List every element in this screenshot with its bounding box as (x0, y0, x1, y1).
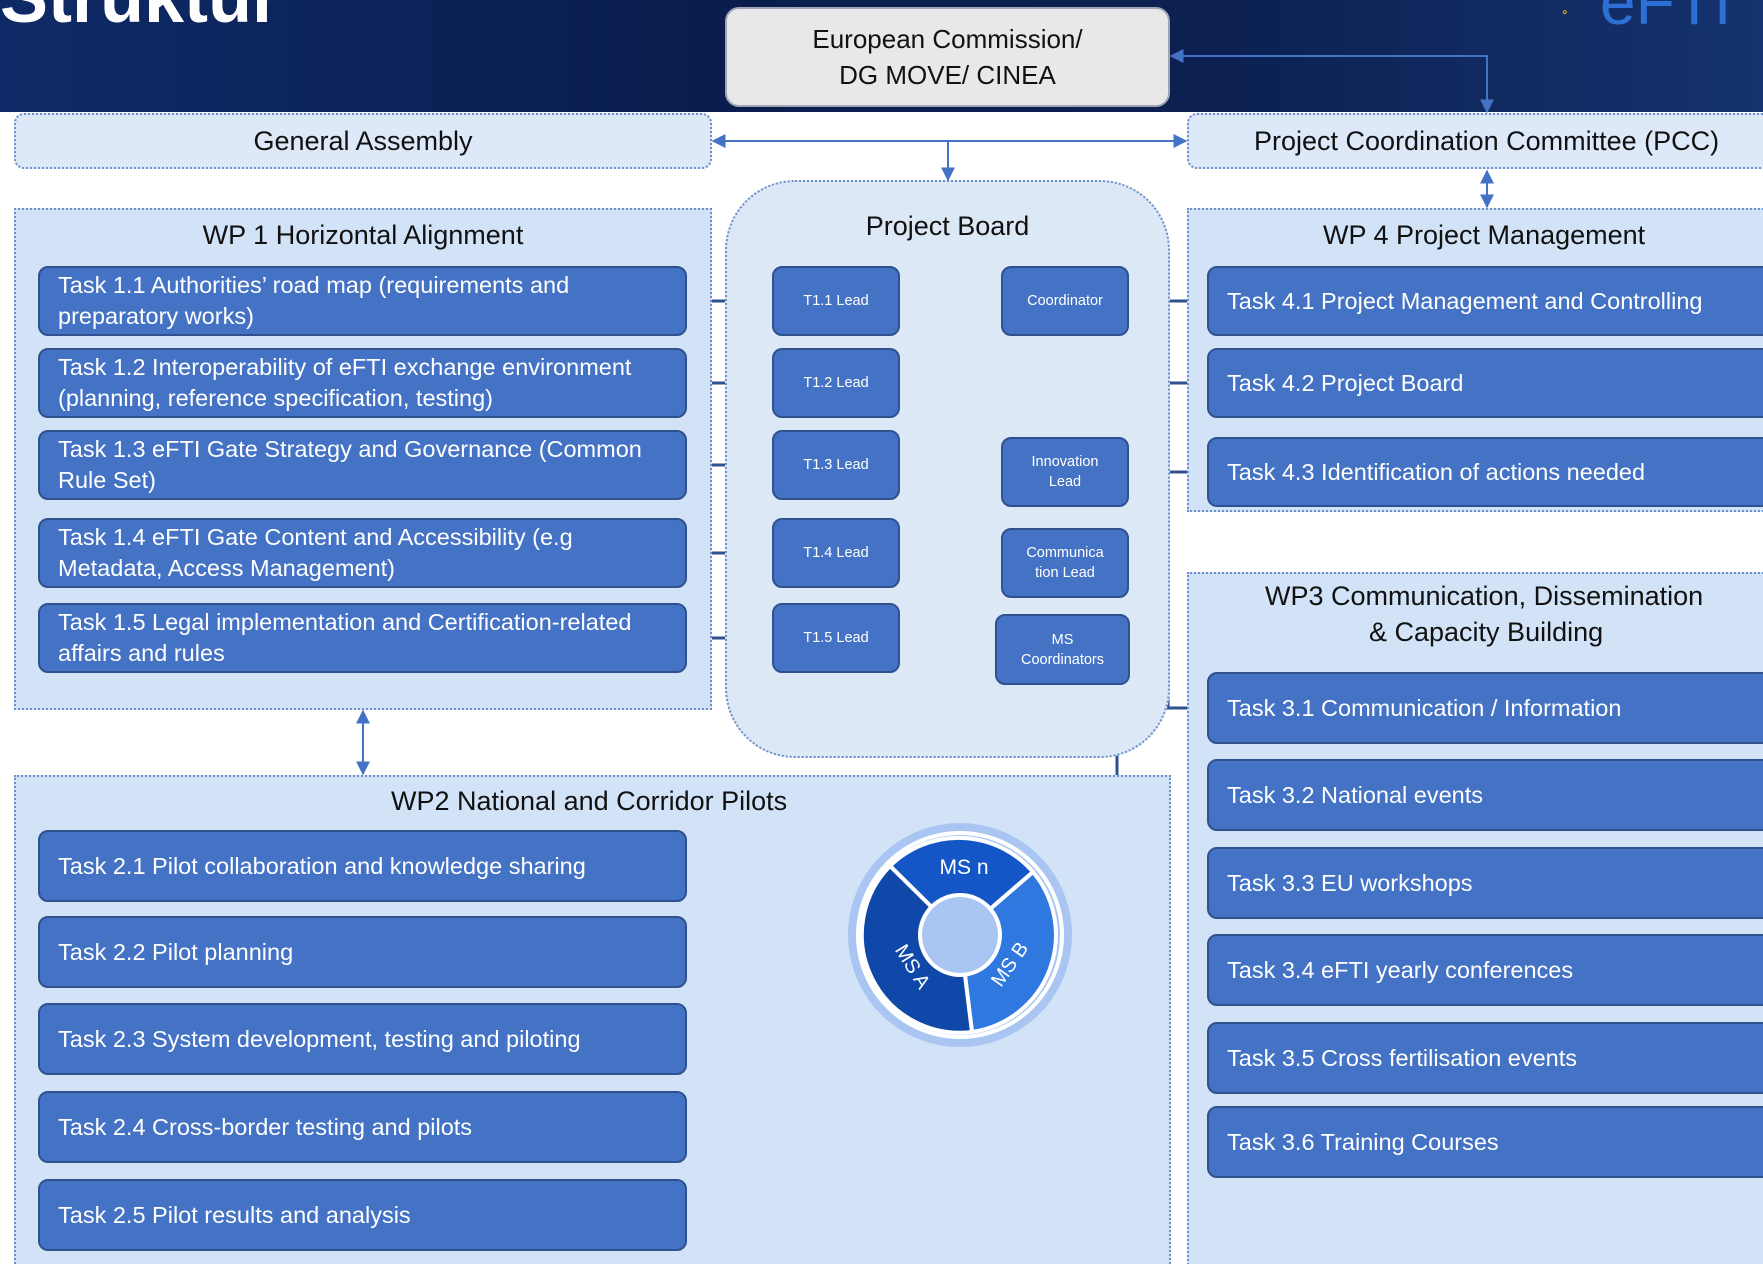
task-1-3: Task 1.3 eFTI Gate Strategy and Governan… (38, 430, 687, 500)
wp4-title: WP 4 Project Management (1323, 220, 1646, 250)
t1-2-lead: T1.2 Lead (772, 348, 900, 418)
ec-line-2: DG MOVE/ CINEA (839, 60, 1056, 90)
ec-line-1: European Commission/ (812, 24, 1083, 54)
task-1-5: Task 1.5 Legal implementation and Certif… (38, 603, 687, 673)
general-assembly-box: General Assembly (14, 113, 712, 169)
efti-logo-mark (1562, 10, 1567, 15)
ms-n-segment (887, 835, 1036, 938)
task-4-1: Task 4.1 Project Management and Controll… (1207, 266, 1763, 336)
task-2-3: Task 2.3 System development, testing and… (38, 1003, 687, 1075)
t1-3-lead: T1.3 Lead (772, 430, 900, 500)
task-3-4: Task 3.4 eFTI yearly conferences (1207, 934, 1763, 1006)
task-1-4: Task 1.4 eFTI Gate Content and Accessibi… (38, 518, 687, 588)
page-title: Struktur (0, 0, 280, 34)
task-1-1: Task 1.1 Authorities’ road map (requirem… (38, 266, 687, 336)
wp3-title-line-1: WP3 Communication, Dissemination (1265, 581, 1704, 611)
communication-lead-role: Communica tion Lead (1001, 528, 1129, 598)
wp1-title: WP 1 Horizontal Alignment (202, 220, 524, 250)
european-commission-box: European Commission/ DG MOVE/ CINEA (725, 7, 1170, 107)
t1-4-lead: T1.4 Lead (772, 518, 900, 588)
ms-cycle-diagram: MS n MS A MS B (848, 823, 1072, 1047)
task-2-5: Task 2.5 Pilot results and analysis (38, 1179, 687, 1251)
task-3-2: Task 3.2 National events (1207, 759, 1763, 831)
ms-cycle-hub (922, 897, 998, 973)
task-4-2: Task 4.2 Project Board (1207, 348, 1763, 418)
task-2-1: Task 2.1 Pilot collaboration and knowled… (38, 830, 687, 902)
task-1-2: Task 1.2 Interoperability of eFTI exchan… (38, 348, 687, 418)
ms-b-segment (957, 869, 1058, 1035)
project-board-title: Project Board (865, 211, 1030, 241)
ms-a-segment (859, 863, 975, 1035)
task-3-6: Task 3.6 Training Courses (1207, 1106, 1763, 1178)
wp2-title: WP2 National and Corridor Pilots (391, 786, 788, 816)
efti-logo-text: eFTI (1600, 0, 1732, 38)
task-2-4: Task 2.4 Cross-border testing and pilots (38, 1091, 687, 1163)
t1-5-lead: T1.5 Lead (772, 603, 900, 673)
wp3-title-line-2: & Capacity Building (1369, 617, 1604, 647)
task-3-5: Task 3.5 Cross fertilisation events (1207, 1022, 1763, 1094)
task-3-1: Task 3.1 Communication / Information (1207, 672, 1763, 744)
pcc-label: Project Coordination Committee (PCC) (1254, 125, 1720, 156)
ms-coordinators-role: MS Coordinators (995, 614, 1130, 685)
task-2-2: Task 2.2 Pilot planning (38, 916, 687, 988)
ms-n-label: MS n (939, 856, 988, 879)
task-3-3: Task 3.3 EU workshops (1207, 847, 1763, 919)
t1-1-lead: T1.1 Lead (772, 266, 900, 336)
pcc-box: Project Coordination Committee (PCC) (1187, 113, 1763, 169)
coordinator-role: Coordinator (1001, 266, 1129, 336)
general-assembly-label: General Assembly (253, 125, 473, 156)
task-4-3: Task 4.3 Identification of actions neede… (1207, 437, 1763, 507)
innovation-lead-role: Innovation Lead (1001, 437, 1129, 507)
